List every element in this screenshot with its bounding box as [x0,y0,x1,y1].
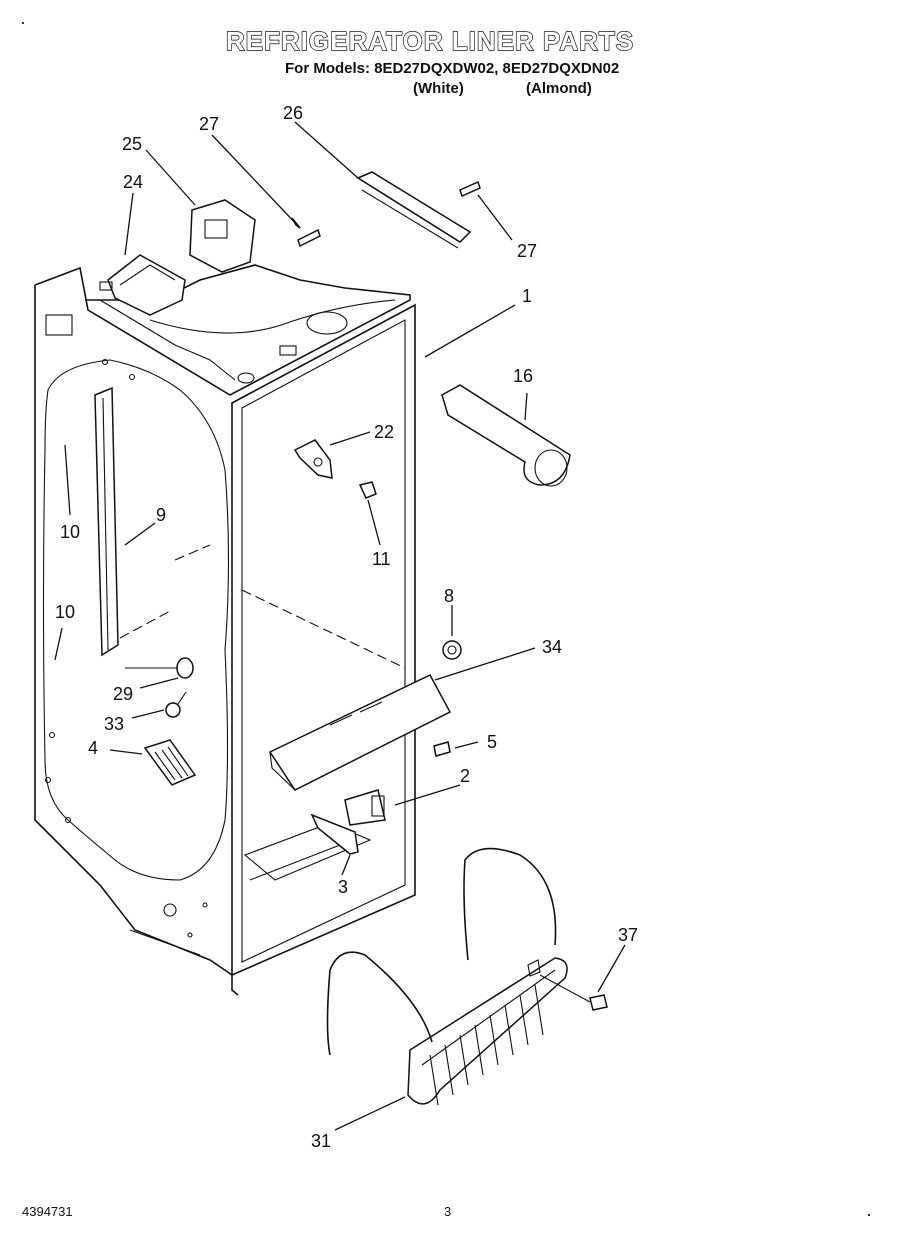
callout-3: 3 [338,877,348,897]
callout-27: 27 [517,241,537,261]
callout-11: 11 [372,549,391,569]
callout-22: 22 [374,422,394,442]
callout-10: 10 [55,602,75,622]
page-title: REFRIGERATOR LINER PARTS [225,25,635,56]
part-34-support [268,674,452,791]
callout-27: 27 [199,114,219,134]
callout-10: 10 [60,522,80,542]
part-31-heater [326,847,568,1106]
part-24-control-housing [99,254,186,316]
part-25-bracket [189,199,256,273]
part-27-screw-left [297,228,321,248]
callout-37: 37 [618,925,638,945]
callout-4: 4 [88,738,98,758]
callout-26: 26 [283,103,303,123]
callout-numbers: 27 26 25 24 27 1 16 22 9 10 11 10 8 34 2… [55,103,638,1151]
part-22-bracket [293,439,333,479]
part-37-screw [539,974,608,1011]
part-26-channel [356,171,472,249]
page-number: 3 [444,1204,452,1219]
part-29-socket [125,657,194,679]
callout-33: 33 [104,714,124,734]
corner-mark [22,22,24,24]
part-27-screw-right [459,180,481,198]
part-9-rail [94,386,119,657]
part-11-screw [358,481,377,499]
corner-mark [868,1214,870,1216]
callout-25: 25 [122,134,142,154]
callout-24: 24 [123,172,143,192]
part-4-vent [143,739,197,786]
part-8-plug [442,640,462,660]
callout-29: 29 [113,684,133,704]
callout-2: 2 [460,766,470,786]
callout-8: 8 [444,586,454,606]
liner-body [34,264,416,996]
callout-9: 9 [156,505,166,525]
callout-34: 34 [542,637,562,657]
callout-5: 5 [487,732,497,752]
variant-almond-label: (Almond) [526,80,592,97]
part-16-trough [441,384,571,487]
document-number: 4394731 [22,1204,73,1219]
callout-16: 16 [513,366,533,386]
part-2-bracket [344,789,386,826]
variant-white-label: (White) [413,80,464,97]
callout-31: 31 [311,1131,331,1151]
leader-lines [54,121,626,1131]
callout-1: 1 [522,286,532,306]
part-33-bulb [165,691,187,718]
model-numbers: For Models: 8ED27DQXDW02, 8ED27DQXDN02 [285,60,620,77]
part-3-bracket [310,813,359,855]
part-5-clip [433,741,451,757]
